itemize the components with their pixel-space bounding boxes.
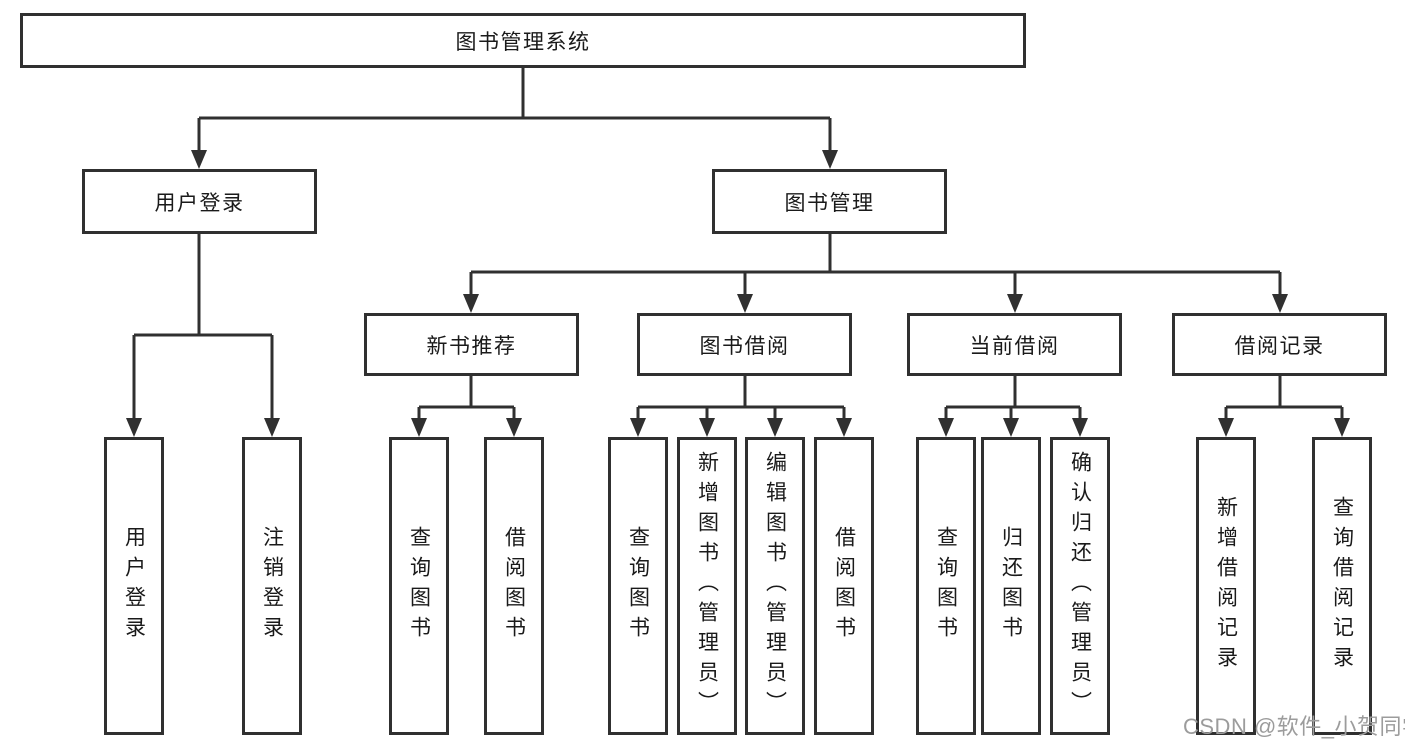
csdn-watermark: CSDN @软件_小贺同学 <box>1183 714 1405 739</box>
leaf-return-books: 归还图书 <box>981 437 1041 735</box>
node-book-borrow: 图书借阅 <box>637 313 852 376</box>
node-borrow-records-label: 借阅记录 <box>1234 334 1325 358</box>
leaf-logout-label: 注销登录 <box>260 526 284 646</box>
connector-new-book-to-leaves <box>411 376 522 437</box>
leaf-confirm-return-admin: 确认归还（管理员） <box>1050 437 1110 735</box>
leaf-edit-books-admin-label: 编辑图书（管理员） <box>763 451 787 721</box>
node-system-root-label: 图书管理系统 <box>455 30 591 54</box>
connector-borrow-records-to-leaves <box>1218 376 1350 437</box>
leaf-query-books-borrow: 查询图书 <box>608 437 668 735</box>
leaf-add-books-admin-label: 新增图书（管理员） <box>695 451 719 721</box>
leaf-edit-books-admin: 编辑图书（管理员） <box>745 437 805 735</box>
connector-current-borrow-to-leaves <box>938 376 1088 437</box>
leaf-user-login: 用户登录 <box>104 437 164 735</box>
node-book-management: 图书管理 <box>712 169 947 234</box>
leaf-borrow-books-recommend: 借阅图书 <box>484 437 544 735</box>
leaf-query-books-recommend: 查询图书 <box>389 437 449 735</box>
leaf-query-borrow-record-label: 查询借阅记录 <box>1330 496 1354 676</box>
leaf-query-books-borrow-label: 查询图书 <box>626 526 650 646</box>
leaf-query-borrow-record: 查询借阅记录 <box>1312 437 1372 735</box>
leaf-borrow-books: 借阅图书 <box>814 437 874 735</box>
node-new-book-recommend: 新书推荐 <box>364 313 579 376</box>
leaf-logout: 注销登录 <box>242 437 302 735</box>
node-book-management-label: 图书管理 <box>784 191 875 215</box>
leaf-query-books-current: 查询图书 <box>916 437 976 735</box>
connector-book-management-to-level2 <box>463 234 1288 313</box>
leaf-confirm-return-admin-label: 确认归还（管理员） <box>1068 451 1092 721</box>
leaf-add-books-admin: 新增图书（管理员） <box>677 437 737 735</box>
leaf-return-books-label: 归还图书 <box>999 526 1023 646</box>
leaf-add-borrow-record-label: 新增借阅记录 <box>1214 496 1238 676</box>
node-user-login-label: 用户登录 <box>154 191 245 215</box>
leaf-add-borrow-record: 新增借阅记录 <box>1196 437 1256 735</box>
node-borrow-records: 借阅记录 <box>1172 313 1387 376</box>
leaf-query-books-recommend-label: 查询图书 <box>407 526 431 646</box>
leaf-user-login-label: 用户登录 <box>122 526 146 646</box>
node-system-root: 图书管理系统 <box>20 13 1026 68</box>
node-book-borrow-label: 图书借阅 <box>699 334 790 358</box>
node-user-login: 用户登录 <box>82 169 317 234</box>
node-current-borrow: 当前借阅 <box>907 313 1122 376</box>
leaf-borrow-books-recommend-label: 借阅图书 <box>502 526 526 646</box>
leaf-query-books-current-label: 查询图书 <box>934 526 958 646</box>
connector-user-login-to-leaves <box>126 234 280 437</box>
node-current-borrow-label: 当前借阅 <box>969 334 1060 358</box>
leaf-borrow-books-label: 借阅图书 <box>832 526 856 646</box>
connector-book-borrow-to-leaves <box>630 376 852 437</box>
connector-root-to-level1 <box>191 68 838 169</box>
node-new-book-recommend-label: 新书推荐 <box>426 334 517 358</box>
